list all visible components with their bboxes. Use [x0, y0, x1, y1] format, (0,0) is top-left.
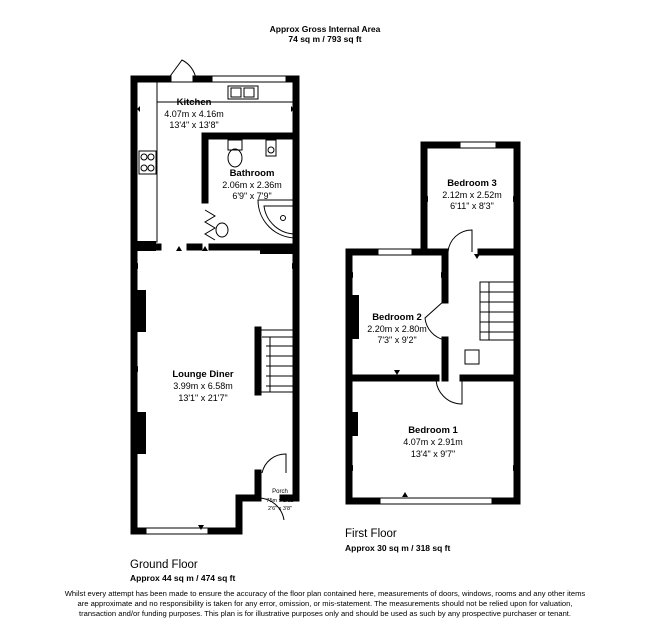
bedroom2-metric: 2.20m x 2.80m: [367, 324, 427, 334]
lounge-metric: 3.99m x 6.58m: [173, 381, 233, 391]
bathroom-metric: 2.06m x 2.36m: [222, 180, 282, 190]
first-floor-plan: [345, 141, 521, 505]
bedroom1-name: Bedroom 1: [408, 425, 458, 436]
ground-floor-area: Approx 44 sq m / 474 sq ft: [130, 573, 236, 583]
bedroom3-metric: 2.12m x 2.52m: [442, 190, 502, 200]
bedroom2-imperial: 7'3" x 9'2": [377, 335, 416, 345]
bedroom1-imperial: 13'4" x 9'7": [411, 449, 455, 459]
lounge-name: Lounge Diner: [172, 369, 234, 380]
kitchen-metric: 4.07m x 4.16m: [164, 109, 224, 119]
ground-floor-plan: [130, 59, 300, 535]
bedroom3-name: Bedroom 3: [447, 178, 497, 189]
bedroom3-imperial: 6'11" x 8'3": [450, 201, 494, 211]
gross-area-value: 74 sq m / 793 sq ft: [288, 34, 361, 44]
lounge-imperial: 13'1" x 21'7": [178, 393, 227, 403]
kitchen-imperial: 13'4" x 13'8": [169, 120, 218, 130]
first-floor-label: First Floor: [345, 528, 397, 540]
ground-floor-label: Ground Floor: [130, 559, 198, 571]
gross-area-title: Approx Gross Internal Area: [270, 24, 381, 34]
disclaimer-text: Whilst every attempt has been made to en…: [64, 589, 586, 618]
bedroom1-metric: 4.07m x 2.91m: [403, 437, 463, 447]
porch-name: Porch: [272, 489, 288, 495]
bathroom-name: Bathroom: [230, 168, 275, 179]
first-floor-area: Approx 30 sq m / 318 sq ft: [345, 543, 451, 553]
porch-imperial: 2'6" x 3'8": [268, 506, 292, 512]
porch-metric: 75m x 1.12: [266, 498, 293, 504]
bedroom2-name: Bedroom 2: [372, 312, 422, 323]
bathroom-imperial: 6'9" x 7'9": [232, 191, 271, 201]
kitchen-name: Kitchen: [177, 97, 212, 108]
